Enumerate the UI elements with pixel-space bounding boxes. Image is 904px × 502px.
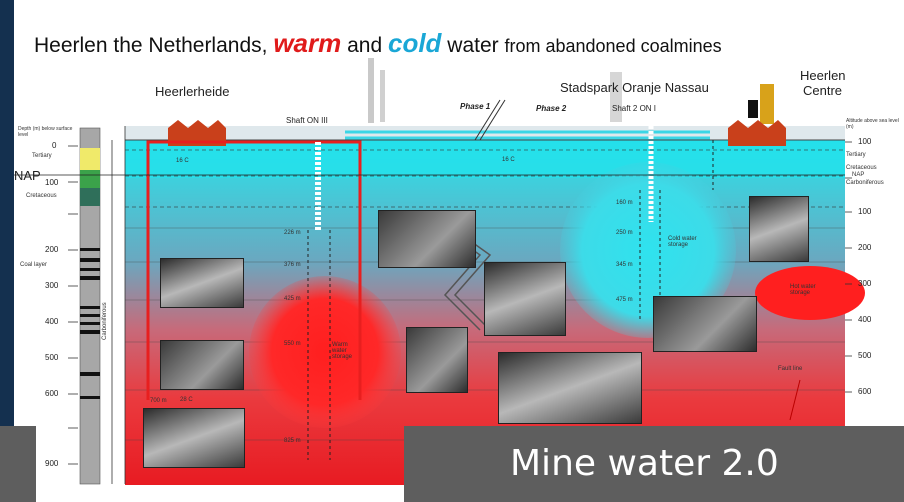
left-layer-tertiary: Tertiary: [32, 153, 52, 159]
left-tick-200: 200: [45, 245, 59, 254]
label-fault: Fault line: [778, 366, 803, 372]
label-hot-storage-2: Hot water storage: [790, 284, 816, 296]
photo-miners-3: [498, 352, 642, 424]
photo-coal-seam: [160, 340, 244, 390]
left-tick-600: 600: [45, 389, 59, 398]
cold-storage-zone: [560, 162, 736, 338]
level-550: 550 m: [284, 341, 301, 347]
temp-16-left: 16 C: [176, 158, 189, 164]
title-badge: Mine water 2.0: [404, 426, 904, 502]
heerlen-centre-tower: [760, 84, 774, 124]
page-title: Heerlen the Netherlands, warm and cold w…: [34, 28, 722, 58]
level-160: 160 m: [616, 200, 633, 206]
photo-miners-1: [378, 210, 476, 268]
right-tick-100b: 100: [858, 207, 872, 216]
level-250: 250 m: [616, 230, 633, 236]
warm-pipe: [146, 140, 362, 400]
right-tick-500: 500: [858, 351, 872, 360]
label-centre: Centre: [803, 83, 843, 98]
label-shaft-on1: Shaft 2 ON I: [612, 104, 657, 113]
right-layer-nap: NAP: [852, 172, 865, 178]
label-cold-storage: Cold water storage: [668, 236, 697, 248]
left-tick-100: 100: [45, 178, 59, 187]
temp-16-right: 16 C: [502, 157, 515, 163]
label-warm-storage: Warm water storage: [332, 342, 353, 360]
photo-miner-2: [406, 327, 468, 393]
label-heerlen: Heerlen: [800, 68, 846, 83]
badge-text: Mine water 2.0: [510, 443, 779, 484]
left-layer-carboniferous: Carboniferous: [102, 302, 108, 340]
right-tick-200: 200: [858, 243, 872, 252]
label-shaft-on3: Shaft ON III: [286, 116, 328, 125]
photo-tunnel-2: [143, 408, 245, 468]
left-accent-bar: [0, 0, 14, 502]
right-layer-cretaceous: Cretaceous: [846, 165, 877, 171]
photo-cave: [749, 196, 809, 262]
right-axis-header: Altitude above sea level (m): [846, 118, 899, 130]
centre-building: [728, 120, 786, 146]
left-tick-400: 400: [45, 317, 59, 326]
warm-storage-zone: [249, 276, 401, 428]
photo-tunnel-1: [160, 258, 244, 308]
left-layer-cretaceous: Cretaceous: [26, 193, 57, 199]
heerlerheide-building: [168, 120, 226, 146]
right-tick-400: 400: [858, 315, 872, 324]
right-layer-tertiary: Tertiary: [846, 152, 866, 158]
left-tick-900: 900: [45, 459, 59, 468]
left-axis-header: Depth (m) below surface level: [18, 126, 73, 138]
left-tick-300: 300: [45, 281, 59, 290]
left-tick-0: 0: [52, 141, 57, 150]
right-tick-100a: 100: [858, 137, 872, 146]
level-825: 825 m: [284, 438, 301, 444]
photo-shaft: [484, 262, 566, 336]
hot-storage-zone-2: [755, 266, 865, 320]
photo-miners-4: [653, 296, 757, 352]
label-stadspark: Stadspark Oranje Nassau: [560, 80, 709, 95]
level-226: 226 m: [284, 230, 301, 236]
label-nap: NAP: [14, 168, 41, 183]
left-layer-coal: Coal layer: [20, 262, 48, 268]
level-700: 700 m: [150, 398, 167, 404]
left-tick-500: 500: [45, 353, 59, 362]
label-phase1: Phase 1: [460, 102, 491, 111]
label-heerlerheide: Heerlerheide: [155, 84, 230, 99]
temp-28: 28 C: [180, 397, 193, 403]
level-376: 376 m: [284, 262, 301, 268]
left-grey-overlay: [0, 426, 36, 502]
right-tick-600: 600: [858, 387, 872, 396]
level-425: 425 m: [284, 296, 301, 302]
level-345: 345 m: [616, 262, 633, 268]
label-phase2: Phase 2: [536, 104, 567, 113]
tertiary-layer: [125, 140, 845, 178]
level-475: 475 m: [616, 297, 633, 303]
right-tick-300: 300: [858, 279, 872, 288]
right-layer-carboniferous: Carboniferous: [846, 180, 884, 186]
